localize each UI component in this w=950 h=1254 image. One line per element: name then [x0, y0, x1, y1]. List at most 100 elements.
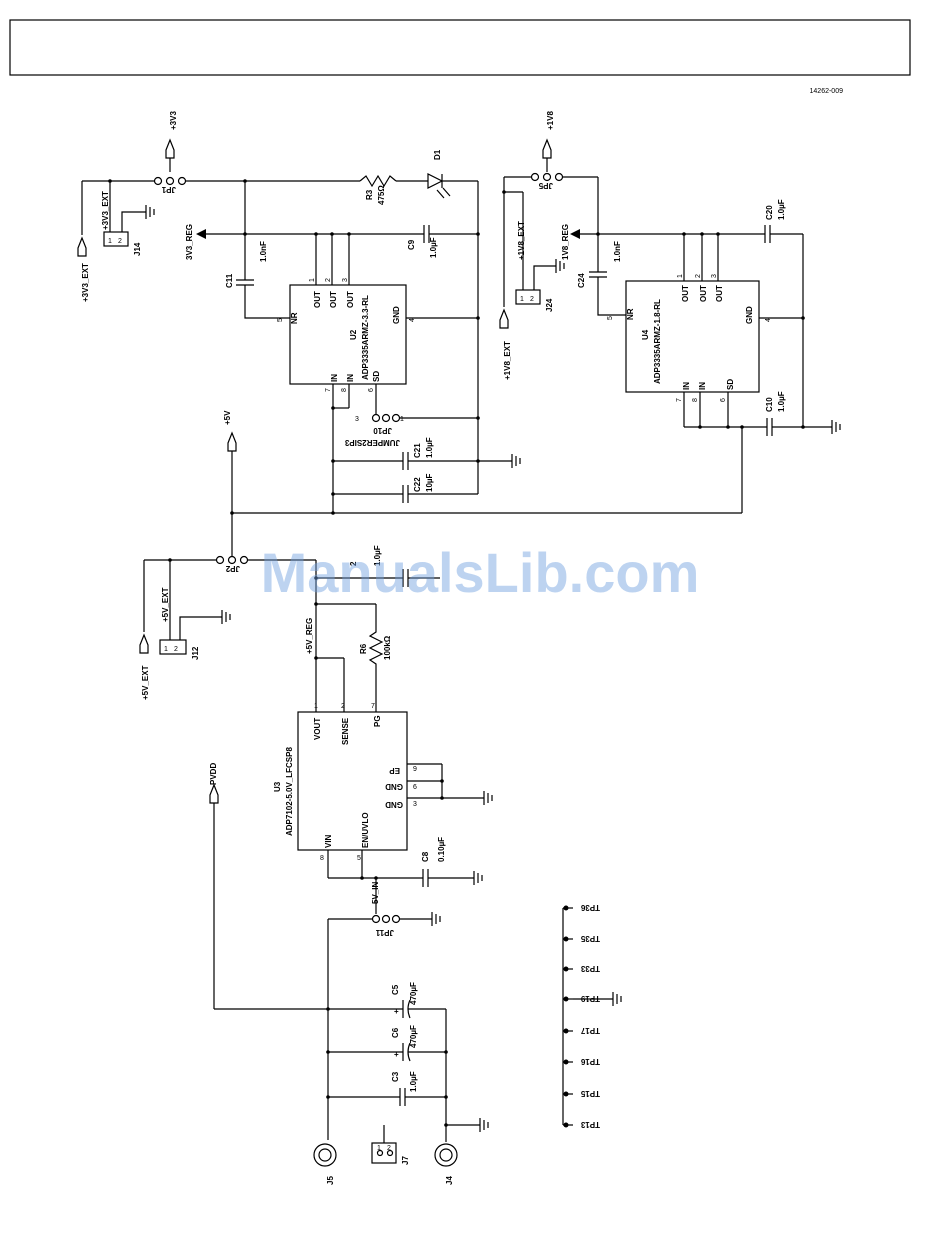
ic-u2	[289, 284, 407, 385]
j24-pin1: 1	[520, 296, 524, 303]
test-point-label: TP36	[580, 903, 600, 912]
net-label-1v8-reg: 1V8_REG	[561, 224, 570, 260]
u4-pin-in2: IN	[698, 382, 707, 390]
u3-num-6: 6	[413, 784, 417, 791]
jp5-label: JP5	[538, 181, 553, 190]
c6-value: 470µF	[409, 1025, 418, 1048]
u3-pin-gnd2: GND	[385, 800, 403, 809]
u2-pin-out3: OUT	[346, 291, 355, 308]
j7-pin1: 1	[377, 1145, 381, 1152]
u3-pin-vout: VOUT	[313, 718, 322, 740]
u3-pin-ep: EP	[389, 766, 400, 775]
jp10-label: JP10	[373, 426, 392, 435]
j14-pin2: 2	[118, 238, 122, 245]
u4-num-1: 1	[677, 274, 684, 278]
resistor-r3	[359, 174, 397, 188]
u4-pin-out1: OUT	[681, 285, 690, 302]
ground-symbol	[479, 1118, 489, 1132]
u3-pin-pg: PG	[373, 715, 382, 727]
c3-label: C3	[391, 1071, 400, 1082]
u4-num-2: 2	[695, 274, 702, 278]
net-flag-3v3	[165, 138, 175, 159]
j4-label: J4	[445, 1176, 454, 1185]
c3-value: 1.0µF	[409, 1071, 418, 1092]
jp10-pin3: 3	[355, 416, 359, 423]
u2-pin-in1: IN	[330, 374, 339, 382]
j12-pin2: 2	[174, 646, 178, 653]
led-d1	[427, 173, 444, 189]
figure-id: 14262-009	[810, 88, 844, 95]
c10-value: 1.0µF	[777, 391, 786, 412]
c9-label: C9	[407, 239, 416, 250]
u4-num-3: 3	[711, 274, 718, 278]
r3-label: R3	[365, 189, 374, 200]
u3-num-9: 9	[413, 766, 417, 773]
net-flag-3v3-ext	[77, 236, 87, 257]
net-label-5v-ext-j12: +5V_EXT	[161, 587, 170, 622]
u2-part: ADP3335ARMZ-3.3-RL	[361, 295, 370, 380]
c24-label: C24	[577, 273, 586, 288]
c20-label: C20	[765, 205, 774, 220]
test-point-label: TP17	[580, 1026, 600, 1035]
ic-u3	[297, 711, 408, 851]
c20-value: 1.0µF	[777, 199, 786, 220]
net-arrow-3v3-reg	[196, 229, 206, 239]
jumper-jp1[interactable]	[153, 176, 187, 186]
ground-symbol	[473, 871, 483, 885]
r6-label: R6	[359, 643, 368, 654]
c9-value: 1.0µF	[429, 237, 438, 258]
u2-num-2: 2	[325, 278, 332, 282]
c6-polarity: +	[394, 1050, 399, 1059]
header-j12[interactable]	[159, 639, 187, 655]
u3-num-3: 3	[413, 801, 417, 808]
net-arrow-1v8-reg	[570, 229, 580, 239]
u4-part: ADP3335ARMZ-1.8-RL	[653, 299, 662, 384]
net-flag-pvdd	[209, 783, 219, 804]
jumper-jp11[interactable]	[371, 914, 401, 924]
u2-ref: U2	[349, 329, 358, 340]
test-point-label: TP35	[580, 934, 600, 943]
ground-symbol	[555, 259, 565, 273]
jumper-jp2[interactable]	[215, 555, 249, 565]
u2-pin-gnd: GND	[392, 306, 401, 324]
u2-num-6: 6	[368, 388, 375, 392]
header-j24[interactable]	[515, 289, 541, 305]
c24-value: 1.0nF	[613, 241, 622, 262]
u4-num-6: 6	[720, 398, 727, 402]
jumper-jp10[interactable]	[371, 413, 401, 423]
c10-label: C10	[765, 397, 774, 412]
c11-label: C11	[225, 273, 234, 288]
jp10-desc: JUMPER2SIP3	[344, 438, 400, 447]
j5-label: J5	[326, 1176, 335, 1185]
ground-symbol	[511, 454, 521, 468]
u3-num-2: 2	[341, 703, 345, 710]
header-j14[interactable]	[103, 231, 129, 247]
j12-label: J12	[191, 646, 200, 660]
u4-ref: U4	[641, 329, 650, 340]
connector-j5[interactable]	[313, 1143, 337, 1167]
u4-pin-in1: IN	[682, 382, 691, 390]
u4-pin-out3: OUT	[715, 285, 724, 302]
u3-ref: U3	[273, 781, 282, 792]
u4-num-7: 7	[676, 398, 683, 402]
connector-j4[interactable]	[434, 1143, 458, 1167]
net-label-5v-in: 5V_IN	[371, 882, 380, 904]
net-label-5v-reg: +5V_REG	[305, 618, 314, 654]
net-label-1v8-ext-j24: +1V8_EXT	[517, 221, 526, 260]
u2-num-5: 5	[277, 318, 284, 322]
net-label-pvdd: PVDD	[209, 763, 218, 785]
c5-polarity: +	[394, 1007, 399, 1016]
r3-value: 475Ω	[377, 185, 386, 205]
net-flag-1v8	[542, 138, 552, 159]
watermark: ManualsLib.com	[261, 541, 700, 604]
jp1-label: JP1	[161, 185, 176, 194]
j24-label: J24	[545, 298, 554, 312]
u3-pin-en: EN/UVLO	[361, 812, 370, 848]
net-label-3v3-reg: 3V3_REG	[185, 224, 194, 260]
u4-num-4: 4	[765, 318, 772, 322]
c5-value: 470µF	[409, 982, 418, 1005]
c22-value: 10µF	[425, 473, 434, 492]
c5-label: C5	[391, 984, 400, 995]
jumper-jp5[interactable]	[530, 172, 564, 182]
u2-pin-in2: IN	[346, 374, 355, 382]
